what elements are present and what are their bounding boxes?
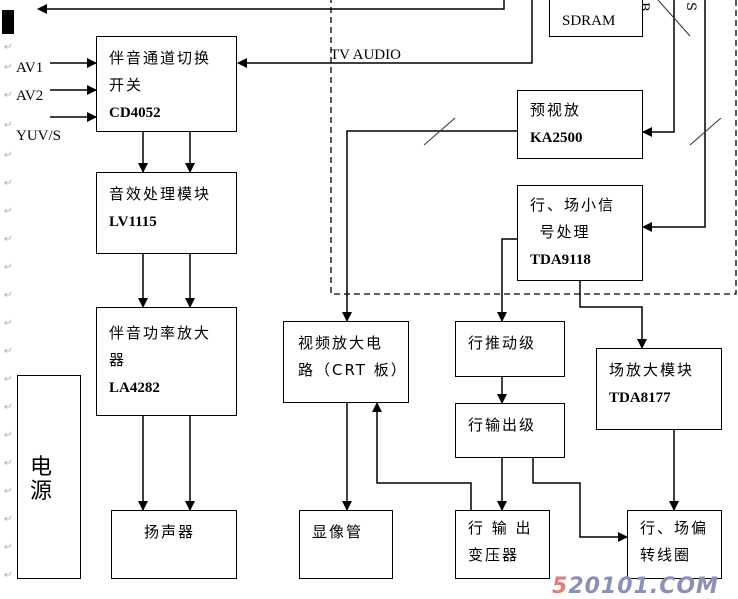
block-sync-processor: 行、场小信 号处理 TDA9118	[517, 185, 643, 281]
block-video-amp: 视频放大电 路（CRT 板）	[283, 321, 409, 403]
paragraph-mark: ↵	[4, 318, 13, 329]
block-title-cont: 路（CRT 板）	[298, 361, 408, 379]
block-title: 显像管	[312, 523, 364, 541]
input-label-av1: AV1	[16, 60, 44, 76]
paragraph-mark: ↵	[4, 402, 13, 413]
paragraph-mark: ↵	[4, 290, 13, 301]
block-title: 行、场小信	[530, 196, 616, 214]
paragraph-mark: ↵	[4, 430, 13, 441]
chip-label: TDA9118	[530, 252, 591, 268]
block-sound-effect: 音效处理模块 LV1115	[96, 172, 237, 254]
paragraph-mark: ↵	[4, 346, 13, 357]
block-power-supply: 电 源	[17, 375, 81, 579]
sync-arrow	[642, 0, 706, 232]
video-arrow	[342, 130, 517, 322]
rgb-arrow	[642, 0, 675, 137]
paragraph-mark: ↵	[4, 514, 13, 525]
block-audio-power-amp: 伴音功率放大 器 LA4282	[96, 307, 237, 416]
chip-label: TDA8177	[609, 390, 671, 406]
block-h-output: 行输出级	[455, 403, 565, 458]
block-h-driver: 行推动级	[455, 321, 565, 377]
paragraph-mark: ↵	[4, 120, 13, 131]
block-title: 预视放	[530, 101, 582, 119]
block-title-cont: 号处理	[539, 223, 591, 241]
paragraph-mark: ↵	[4, 262, 13, 273]
block-title: 行、场偏	[640, 519, 709, 537]
text-cursor	[2, 10, 14, 34]
h-sync-arrow	[497, 238, 517, 322]
tv-audio-arrow	[237, 0, 533, 68]
block-title: 视频放大电	[298, 334, 384, 352]
block-title: SDRAM	[562, 13, 616, 29]
watermark-part2: 20101.COM	[568, 574, 719, 599]
bus-slash-mark	[657, 0, 691, 37]
v-sync-arrow	[579, 280, 647, 349]
paragraph-mark: ↵	[4, 374, 13, 385]
watermark: 520101.COM	[552, 574, 719, 599]
block-pre-video-amp: 预视放 KA2500	[517, 90, 643, 159]
input-label-av2: AV2	[16, 88, 44, 104]
chip-label: CD4052	[109, 105, 161, 121]
block-title: 扬声器	[144, 523, 196, 541]
signal-label-tv-audio: TV AUDIO	[330, 47, 401, 63]
paragraph-mark: ↵	[4, 90, 13, 101]
block-title-cont: 源	[30, 479, 53, 504]
block-title: 行 输 出	[468, 519, 533, 537]
block-picture-tube: 显像管	[299, 510, 393, 579]
block-title: 场放大模块	[609, 361, 695, 379]
top-feedback-arrow	[37, 0, 505, 14]
chip-label: LV1115	[109, 214, 157, 230]
paragraph-mark: ↵	[4, 150, 13, 161]
paragraph-mark: ↵	[4, 570, 13, 581]
input-label-yuv: YUV/S	[16, 128, 62, 144]
chip-label: KA2500	[530, 130, 583, 146]
block-title-cont: 变压器	[468, 546, 520, 564]
dashed-region	[330, 0, 737, 295]
paragraph-mark: ↵	[4, 458, 13, 469]
paragraph-mark: ↵	[4, 486, 13, 497]
block-title-cont: 转线圈	[640, 546, 692, 564]
block-audio-switch: 伴音通道切换 开关 CD4052	[96, 36, 237, 132]
block-speaker: 扬声器	[111, 510, 237, 579]
block-title: 音效处理模块	[109, 185, 212, 203]
block-title-cont: 器	[109, 351, 127, 369]
block-title: 行推动级	[468, 334, 537, 352]
paragraph-mark: ↵	[4, 542, 13, 553]
watermark-part1: 5	[552, 574, 569, 599]
paragraph-mark: ↵	[4, 42, 13, 53]
block-deflection-yoke: 行、场偏 转线圈	[627, 510, 722, 579]
signal-label-sync: S	[683, 2, 698, 11]
block-title: 伴音通道切换	[109, 49, 212, 67]
block-title: 电	[30, 455, 53, 480]
paragraph-mark: ↵	[4, 234, 13, 245]
paragraph-mark: ↵	[4, 206, 13, 217]
bus-slash-mark	[689, 117, 722, 146]
block-v-amp: 场放大模块 TDA8177	[596, 348, 722, 430]
block-sdram: SDRAM	[549, 0, 643, 37]
paragraph-mark: ↵	[4, 62, 13, 73]
bus-slash-mark	[423, 117, 456, 146]
flyback-feedback-arrow	[372, 402, 472, 510]
chip-label: LA4282	[109, 380, 160, 396]
block-title: 伴音功率放大	[109, 324, 212, 342]
block-title: 行输出级	[468, 416, 537, 434]
h-yoke-arrow	[532, 457, 628, 542]
paragraph-mark: ↵	[4, 178, 13, 189]
block-flyback-transformer: 行 输 出 变压器	[455, 510, 550, 579]
block-title-cont: 开关	[109, 76, 144, 94]
